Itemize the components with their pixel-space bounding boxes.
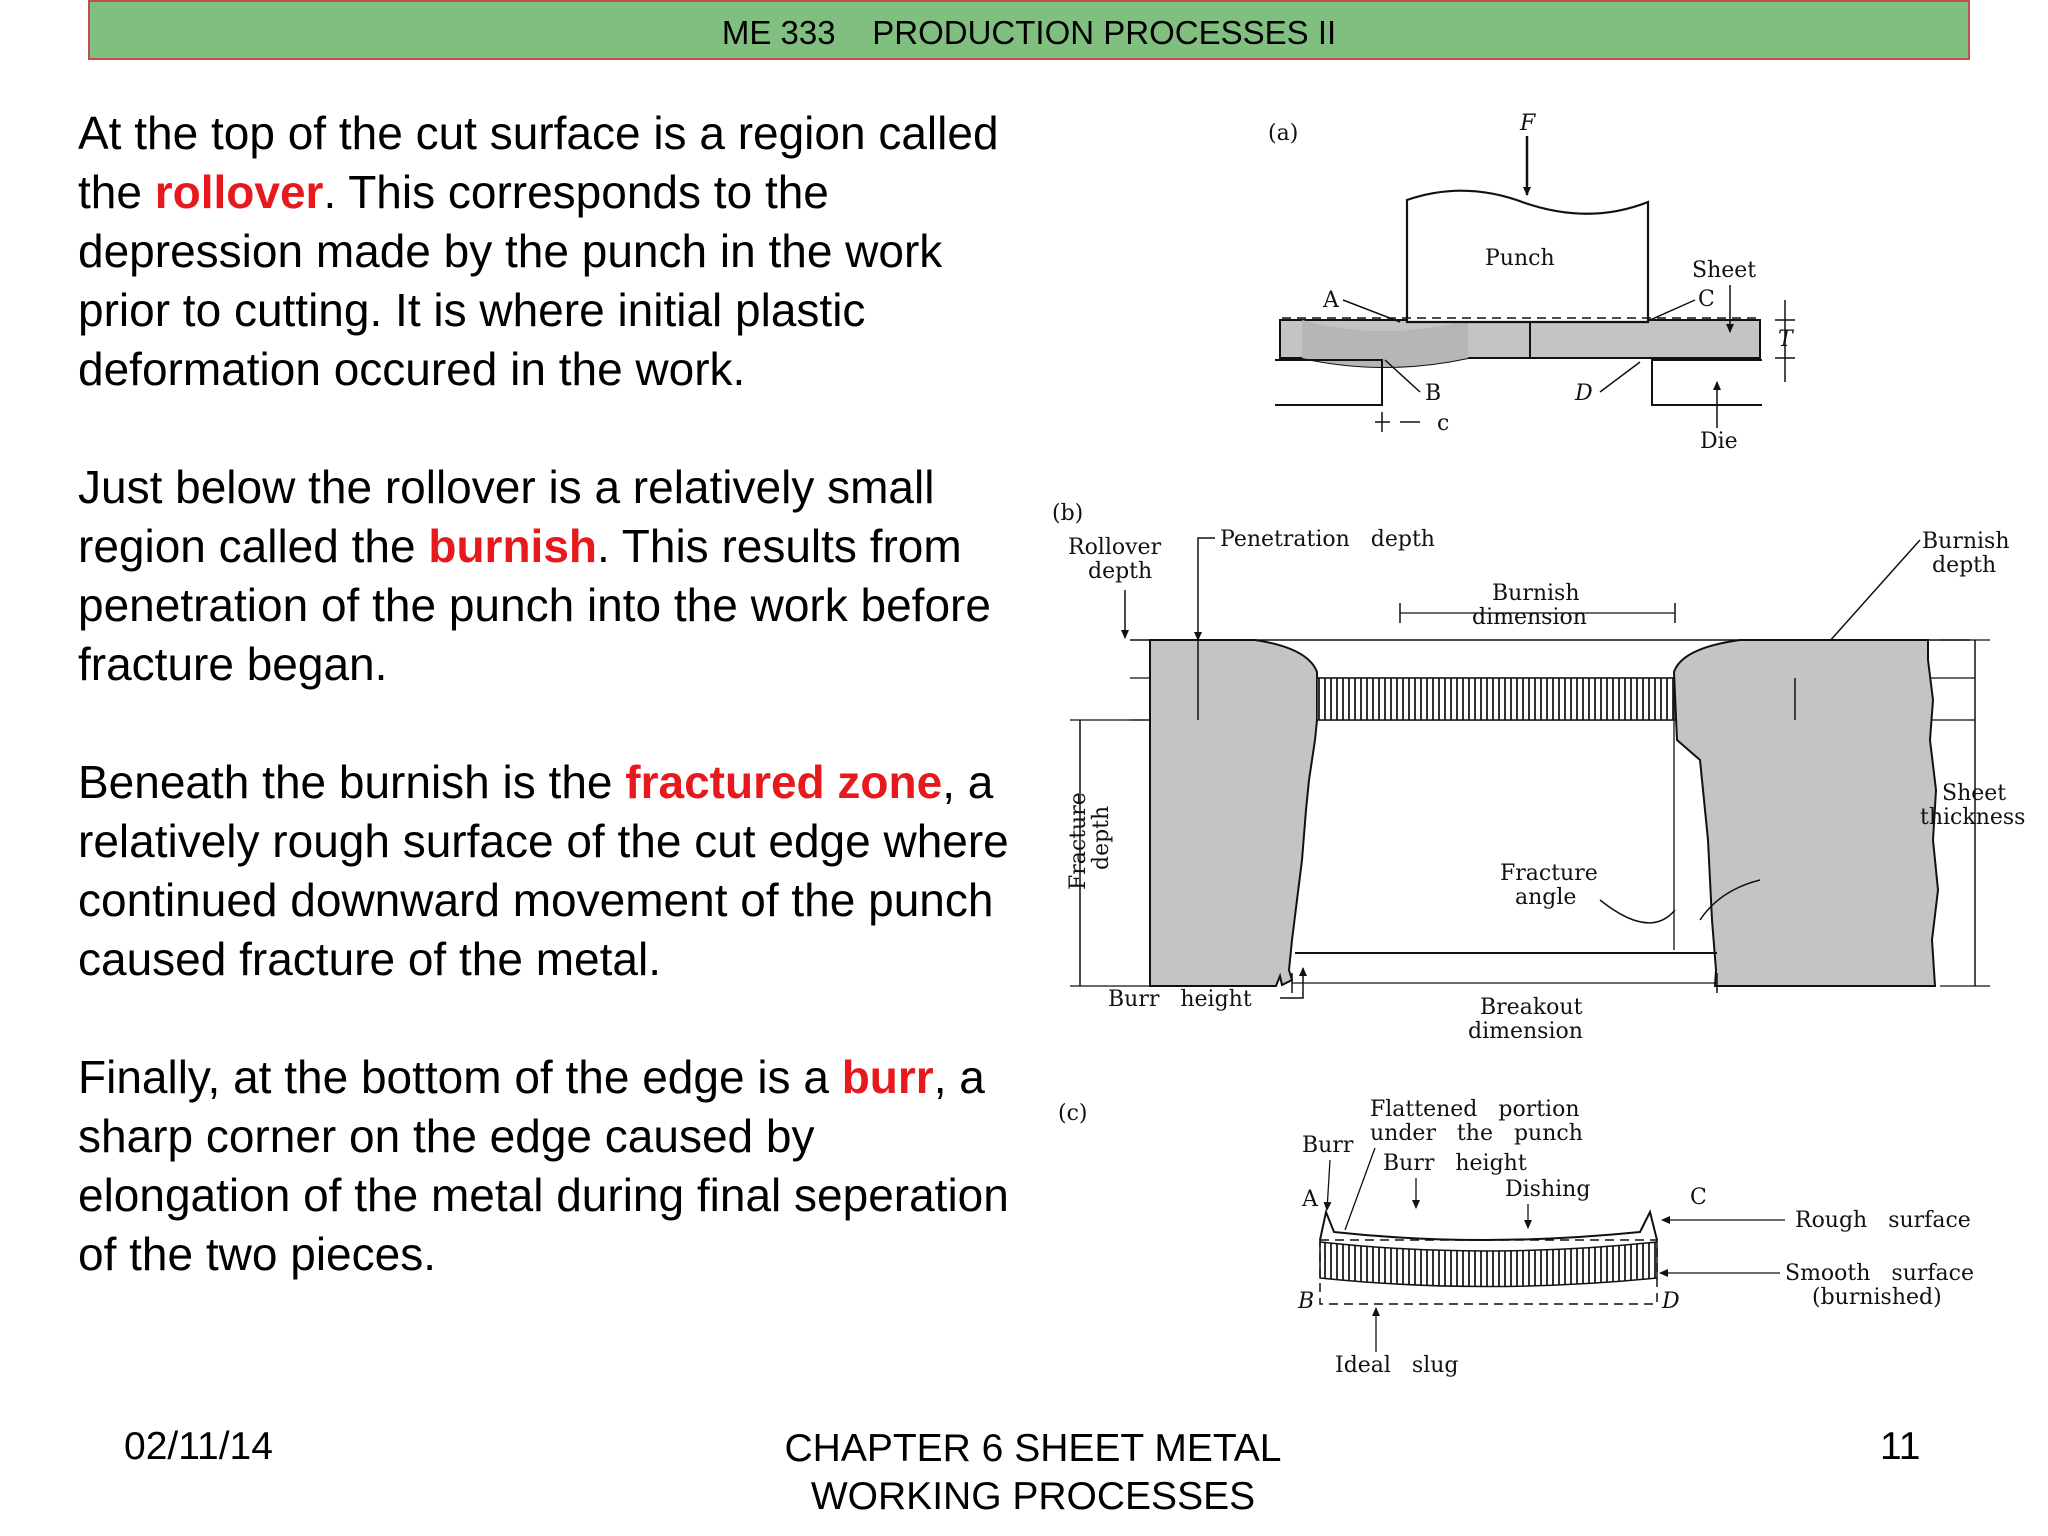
course-code: ME 333	[721, 14, 836, 51]
leader-A	[1342, 299, 1401, 323]
burr-height-label-c: Burr height	[1383, 1151, 1527, 1176]
burr-leader	[1323, 1159, 1332, 1211]
punch-label: Punch	[1485, 246, 1555, 271]
penetration-label: Penetration depth	[1220, 527, 1435, 552]
fracture-angle-label-2: angle	[1515, 885, 1576, 910]
figure-a: (a) F Punch A B D Sheet C Die T c	[1268, 111, 1795, 454]
flattened-label-1: Flattened portion	[1370, 1097, 1580, 1122]
label-T: T	[1778, 327, 1795, 352]
fracture-angle-label-1: Fracture	[1500, 861, 1598, 886]
dishing-label: Dishing	[1505, 1177, 1590, 1202]
paragraph-burr: Finally, at the bottom of the edge is a …	[78, 1048, 1028, 1284]
burnish-depth-label-2: depth	[1932, 553, 1996, 578]
text-run: . This corresponds to the depression mad…	[78, 166, 943, 395]
label-B: B	[1425, 381, 1441, 406]
smooth-surface-label: Smooth surface	[1785, 1261, 1974, 1286]
slide-header: ME 333 PRODUCTION PROCESSES II	[88, 0, 1970, 60]
text-run: At the top of the cut surface is a regio…	[78, 107, 999, 218]
burnish-depth-label-1: Burnish	[1922, 529, 2010, 554]
text-run: , a relatively rough surface of the cut …	[78, 756, 1009, 985]
term-rollover: rollover	[154, 166, 324, 218]
figure-c: (c) Flattened portion under the punch Bu…	[1058, 1097, 1974, 1378]
label-D-c: D	[1661, 1289, 1680, 1314]
label-D: D	[1574, 381, 1593, 406]
footer-chapter: CHAPTER 6 SHEET METAL WORKING PROCESSES	[733, 1425, 1333, 1521]
die-right	[1651, 359, 1762, 406]
fracture-angle-arc	[1599, 899, 1676, 924]
sheet-thickness-label-2: thickness	[1920, 805, 2025, 830]
label-A-c: A	[1301, 1187, 1319, 1212]
text-run: Beneath the burnish is the	[78, 756, 626, 808]
fracture-depth-label-1: Fracture	[1066, 792, 1091, 890]
paragraph-fractured-zone: Beneath the burnish is the fractured zon…	[78, 753, 1028, 989]
header-gap	[836, 14, 873, 51]
breakout-label-2: dimension	[1468, 1019, 1583, 1044]
ideal-slug-label: Ideal slug	[1335, 1353, 1459, 1378]
footer-chapter-line-2: WORKING PROCESSES	[810, 1475, 1256, 1518]
burnished-label: (burnished)	[1812, 1285, 1942, 1310]
die-left	[1275, 359, 1383, 406]
footer-chapter-line-1: CHAPTER 6 SHEET METAL	[784, 1427, 1282, 1470]
punch	[1405, 189, 1650, 324]
label-B-c: B	[1297, 1289, 1314, 1314]
term-burnish: burnish	[428, 520, 598, 572]
leader-C	[1649, 299, 1696, 321]
text-run: Just below the rollover is a relatively …	[78, 461, 935, 572]
text-run: Finally, at the bottom of the edge is a	[78, 1051, 842, 1103]
text-run: , a sharp corner on the edge caused by e…	[78, 1051, 1009, 1280]
flattened-label-2: under the punch	[1370, 1121, 1583, 1146]
burnish-dimension-label-2: dimension	[1472, 605, 1587, 630]
shearing-figure: (a) F Punch A B D Sheet C Die T c (b	[1052, 111, 2025, 1378]
burnish-band	[1316, 677, 1675, 721]
sheet-right-part	[1672, 639, 1940, 987]
rough-surface-label: Rough surface	[1795, 1208, 1971, 1233]
sheet-left-part	[1149, 639, 1318, 987]
course-title: PRODUCTION PROCESSES II	[872, 14, 1337, 51]
label-A: A	[1322, 288, 1340, 313]
die-label: Die	[1700, 429, 1738, 454]
slug-body	[1319, 1241, 1658, 1288]
sheet-depression	[1302, 320, 1468, 367]
breakout-label-1: Breakout	[1480, 995, 1583, 1020]
paragraph-burnish: Just below the rollover is a relatively …	[78, 458, 1028, 694]
footer-date: 02/11/14	[124, 1425, 273, 1468]
rollover-label-1: Rollover	[1068, 535, 1162, 560]
slug-top	[1319, 1208, 1658, 1241]
burr-height-leader	[1280, 967, 1307, 999]
burnish-dimension-label-1: Burnish	[1492, 581, 1580, 606]
figure-b-tag: (b)	[1052, 501, 1083, 526]
label-C-c: C	[1690, 1185, 1707, 1210]
fracture-depth-label-2: depth	[1089, 806, 1114, 870]
ideal-slug-outline	[1319, 1239, 1658, 1305]
burr-label: Burr	[1302, 1133, 1354, 1158]
sheet-label: Sheet	[1692, 258, 1756, 283]
rollover-label-2: depth	[1088, 559, 1152, 584]
leader-B	[1384, 359, 1421, 393]
page-number: 11	[1880, 1425, 1921, 1468]
force-label: F	[1519, 111, 1536, 136]
paragraph-rollover: At the top of the cut surface is a regio…	[78, 104, 1028, 399]
label-c: c	[1437, 411, 1449, 436]
term-burr: burr	[841, 1051, 934, 1103]
flattened-leader	[1344, 1147, 1376, 1231]
figure-a-tag: (a)	[1268, 121, 1298, 146]
term-fractured-zone: fractured zone	[625, 756, 943, 808]
sheet-thickness-label-1: Sheet	[1942, 781, 2006, 806]
fracture-angle-arc-2	[1699, 879, 1761, 921]
leader-D	[1599, 361, 1641, 393]
burr-height-label: Burr height	[1108, 987, 1252, 1012]
label-C: C	[1698, 287, 1715, 312]
figure-c-tag: (c)	[1058, 1101, 1088, 1126]
body-text: At the top of the cut surface is a regio…	[78, 104, 1028, 1343]
figure-b: (b) Rollover depth Penetration depth Bur…	[1052, 501, 2025, 1044]
penetration-leader	[1194, 537, 1215, 641]
text-run: . This results from penetration of the p…	[78, 520, 991, 690]
